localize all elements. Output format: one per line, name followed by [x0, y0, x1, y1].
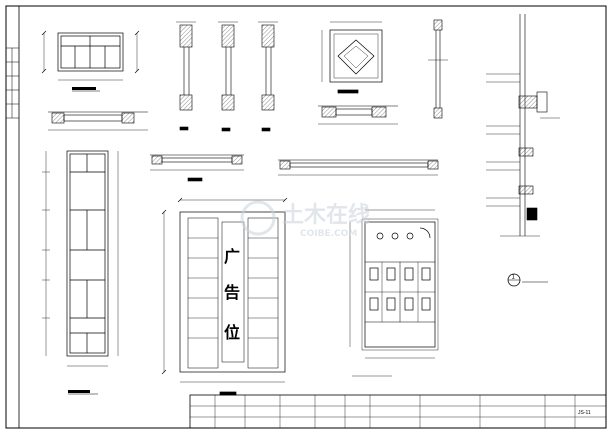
- ad-pylon-plan: [161, 197, 288, 396]
- detail-marker: 1: [507, 273, 548, 287]
- ad-char-3: 位: [224, 323, 240, 342]
- watermark-main: 土木在线: [282, 202, 370, 228]
- beam-section-2: [278, 159, 439, 176]
- vent-detail-plan: [321, 21, 383, 94]
- watermark: 土木在线 COIBE.COM: [240, 200, 370, 239]
- window-elevation-small: [41, 30, 140, 81]
- title-block: [189, 394, 607, 429]
- vent-detail-section: [318, 105, 398, 125]
- wall-section-3: [258, 21, 278, 132]
- canopy-detail-section: [486, 14, 560, 237]
- window-elevation-tall: [42, 150, 119, 367]
- binding-margin: [6, 47, 19, 119]
- window-small-label: [72, 87, 100, 92]
- sill-section: [48, 111, 148, 131]
- ad-char-2: 告: [224, 283, 240, 302]
- detail-marker-number: 1: [512, 275, 516, 281]
- wall-section-2: [218, 21, 238, 132]
- beam-section-1: [150, 154, 244, 182]
- sheet-code: JS-11: [578, 410, 591, 416]
- ad-char-1: 广: [224, 247, 240, 266]
- window-tall-label: [68, 390, 98, 395]
- column-section-narrow: [428, 19, 448, 119]
- watermark-sub: COIBE.COM: [300, 229, 357, 239]
- wall-section-1: [176, 21, 196, 131]
- toilet-plan: [349, 209, 439, 377]
